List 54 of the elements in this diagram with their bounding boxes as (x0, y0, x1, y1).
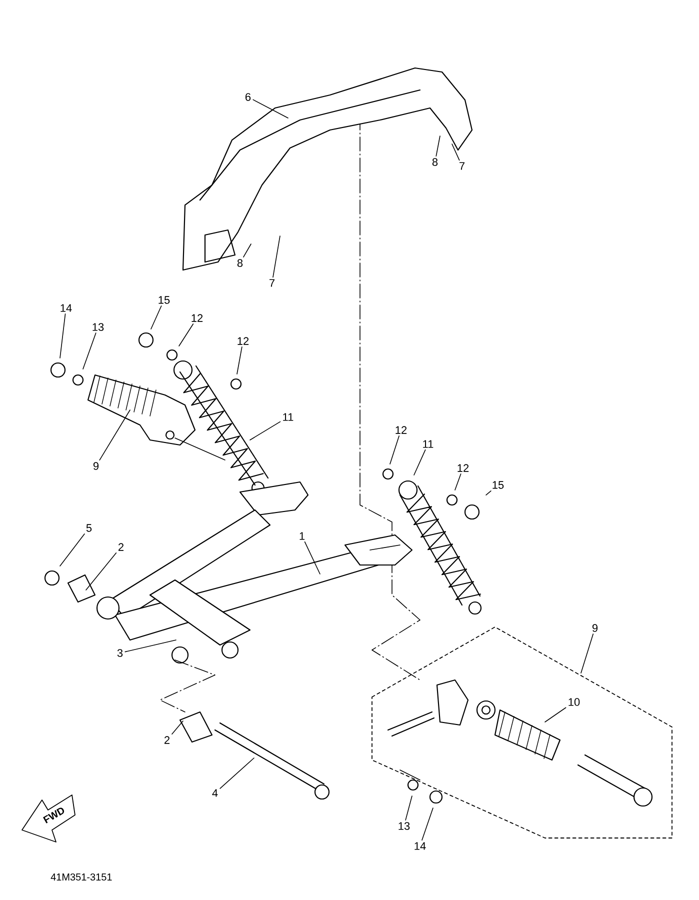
leader-line (172, 720, 184, 735)
leader-line (150, 306, 162, 330)
callout-number: 15 (158, 296, 170, 304)
leader-line (178, 324, 194, 346)
leader-line (243, 244, 252, 258)
leader-line (452, 144, 460, 161)
callout-number: 11 (423, 440, 434, 448)
leader-line (436, 136, 440, 156)
callout-number: 15 (492, 481, 504, 489)
callout-number: 10 (568, 698, 580, 706)
callout-number: 14 (414, 842, 426, 850)
callout-number: 8 (432, 158, 438, 166)
callout-number: 2 (118, 543, 124, 551)
callout-number: 14 (60, 304, 72, 312)
callout-number: 1 (300, 532, 305, 540)
callout-number: 5 (86, 524, 92, 532)
callout-number: 3 (117, 649, 123, 657)
leader-line (124, 640, 176, 652)
leader-line (60, 534, 85, 566)
leader-line (390, 436, 400, 464)
leader-line (272, 236, 280, 278)
leader-line (86, 552, 117, 590)
callout-number: 4 (212, 789, 218, 797)
callout-number: 13 (92, 323, 104, 331)
leader-line (220, 758, 254, 789)
leader-line (544, 707, 566, 722)
forward-arrow-sign: FWD (22, 794, 76, 842)
part-code: 41M351-3151 (50, 873, 112, 881)
callout-number: 2 (164, 736, 170, 744)
callout-number: 12 (238, 337, 249, 345)
callout-number: 12 (396, 426, 407, 434)
callout-number: 12 (192, 314, 203, 322)
leader-line (454, 474, 462, 490)
callout-number: 7 (460, 162, 464, 170)
leader-line (304, 541, 320, 574)
callout-number: 6 (246, 93, 251, 101)
leader-line (405, 796, 412, 820)
leader-line (422, 808, 434, 841)
leader-line (60, 313, 66, 358)
callout-number: 9 (93, 462, 99, 470)
leader-line (236, 346, 242, 374)
leader-line (414, 449, 426, 476)
leader-line (250, 421, 281, 440)
leader-line (486, 490, 492, 496)
callout-number: 12 (458, 464, 469, 472)
callout-number: 9 (592, 624, 598, 632)
leader-line (252, 99, 288, 118)
leader-line (580, 634, 594, 674)
callout-number: 11 (283, 413, 294, 421)
leader-line (99, 410, 130, 460)
callout-number: 7 (270, 279, 274, 287)
callout-number: 13 (398, 822, 410, 830)
leader-line (82, 332, 96, 370)
callout-number: 8 (237, 259, 243, 267)
